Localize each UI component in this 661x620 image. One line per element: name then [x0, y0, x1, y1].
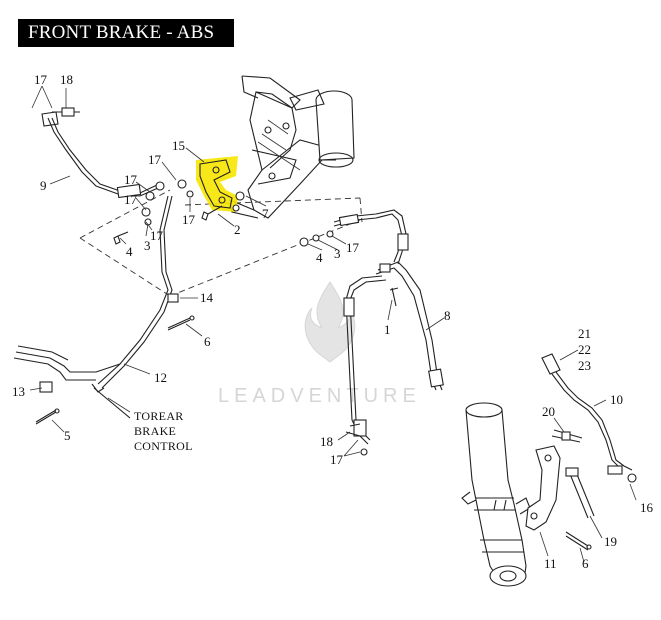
- callout-6-left: 6: [204, 334, 211, 349]
- flame-logo-icon: [304, 281, 356, 363]
- highlight-area: [196, 156, 238, 212]
- watermark: LEADVENTURE: [218, 281, 421, 407]
- callout-14: 14: [200, 290, 214, 305]
- callout-16: 16: [640, 500, 654, 515]
- callout-12: 12: [154, 370, 167, 385]
- callout-2: 2: [234, 222, 241, 237]
- callout-8: 8: [444, 308, 451, 323]
- callout-3-mid: 3: [334, 246, 341, 261]
- callout-17-b: 17: [124, 172, 138, 187]
- callout-20: 20: [542, 404, 555, 419]
- abs-sensor: [541, 353, 637, 483]
- callout-6-right: 6: [582, 556, 589, 571]
- callout-1: 1: [384, 322, 391, 337]
- rear-brake-note: TOREAR BRAKE CONTROL: [134, 409, 193, 453]
- small-parts-left: [35, 293, 195, 425]
- watermark-text: LEADVENTURE: [218, 385, 421, 407]
- callout-17-a: 17: [148, 152, 162, 167]
- callout-4-mid: 4: [316, 250, 323, 265]
- callout-13: 13: [12, 384, 25, 399]
- callout-21: 21: [578, 326, 591, 341]
- callout-11: 11: [544, 556, 557, 571]
- note-line-1: TOREAR: [134, 409, 184, 423]
- callout-17-mid: 17: [346, 240, 360, 255]
- caliper-bracket: [525, 429, 595, 551]
- brake-line-long: [13, 195, 173, 419]
- callout-4-left: 4: [126, 244, 133, 259]
- highlighted-bracket: [196, 156, 238, 212]
- callout-17-c: 17: [124, 192, 138, 207]
- note-line-2: BRAKE: [134, 424, 176, 438]
- callout-18-top: 18: [60, 72, 73, 87]
- callout-17-d: 17: [182, 212, 196, 227]
- brake-line-upper: [41, 107, 159, 199]
- callout-17-top: 17: [34, 72, 48, 87]
- callout-23: 23: [578, 358, 591, 373]
- fittings-left: [113, 179, 245, 245]
- callout-7: 7: [262, 206, 269, 221]
- callout-9: 9: [40, 178, 47, 193]
- brake-line-middle: [299, 209, 444, 456]
- callout-5: 5: [64, 428, 71, 443]
- callout-3-left: 3: [144, 238, 151, 253]
- note-line-3: CONTROL: [134, 439, 193, 453]
- callout-17-low: 17: [330, 452, 344, 467]
- leader-lines: [29, 85, 637, 563]
- callout-22: 22: [578, 342, 591, 357]
- callouts: 17 18 9 15 17 17 17 17 7 2 3 4 17 4 3 17…: [12, 72, 654, 571]
- callout-10: 10: [610, 392, 623, 407]
- diagram-title: FRONT BRAKE - ABS: [18, 19, 234, 47]
- callout-15: 15: [172, 138, 185, 153]
- callout-17-left-low: 17: [150, 228, 164, 243]
- callout-19: 19: [604, 534, 617, 549]
- frame-assembly: [229, 75, 355, 219]
- callout-18-low: 18: [320, 434, 333, 449]
- fork-assembly: [461, 402, 531, 587]
